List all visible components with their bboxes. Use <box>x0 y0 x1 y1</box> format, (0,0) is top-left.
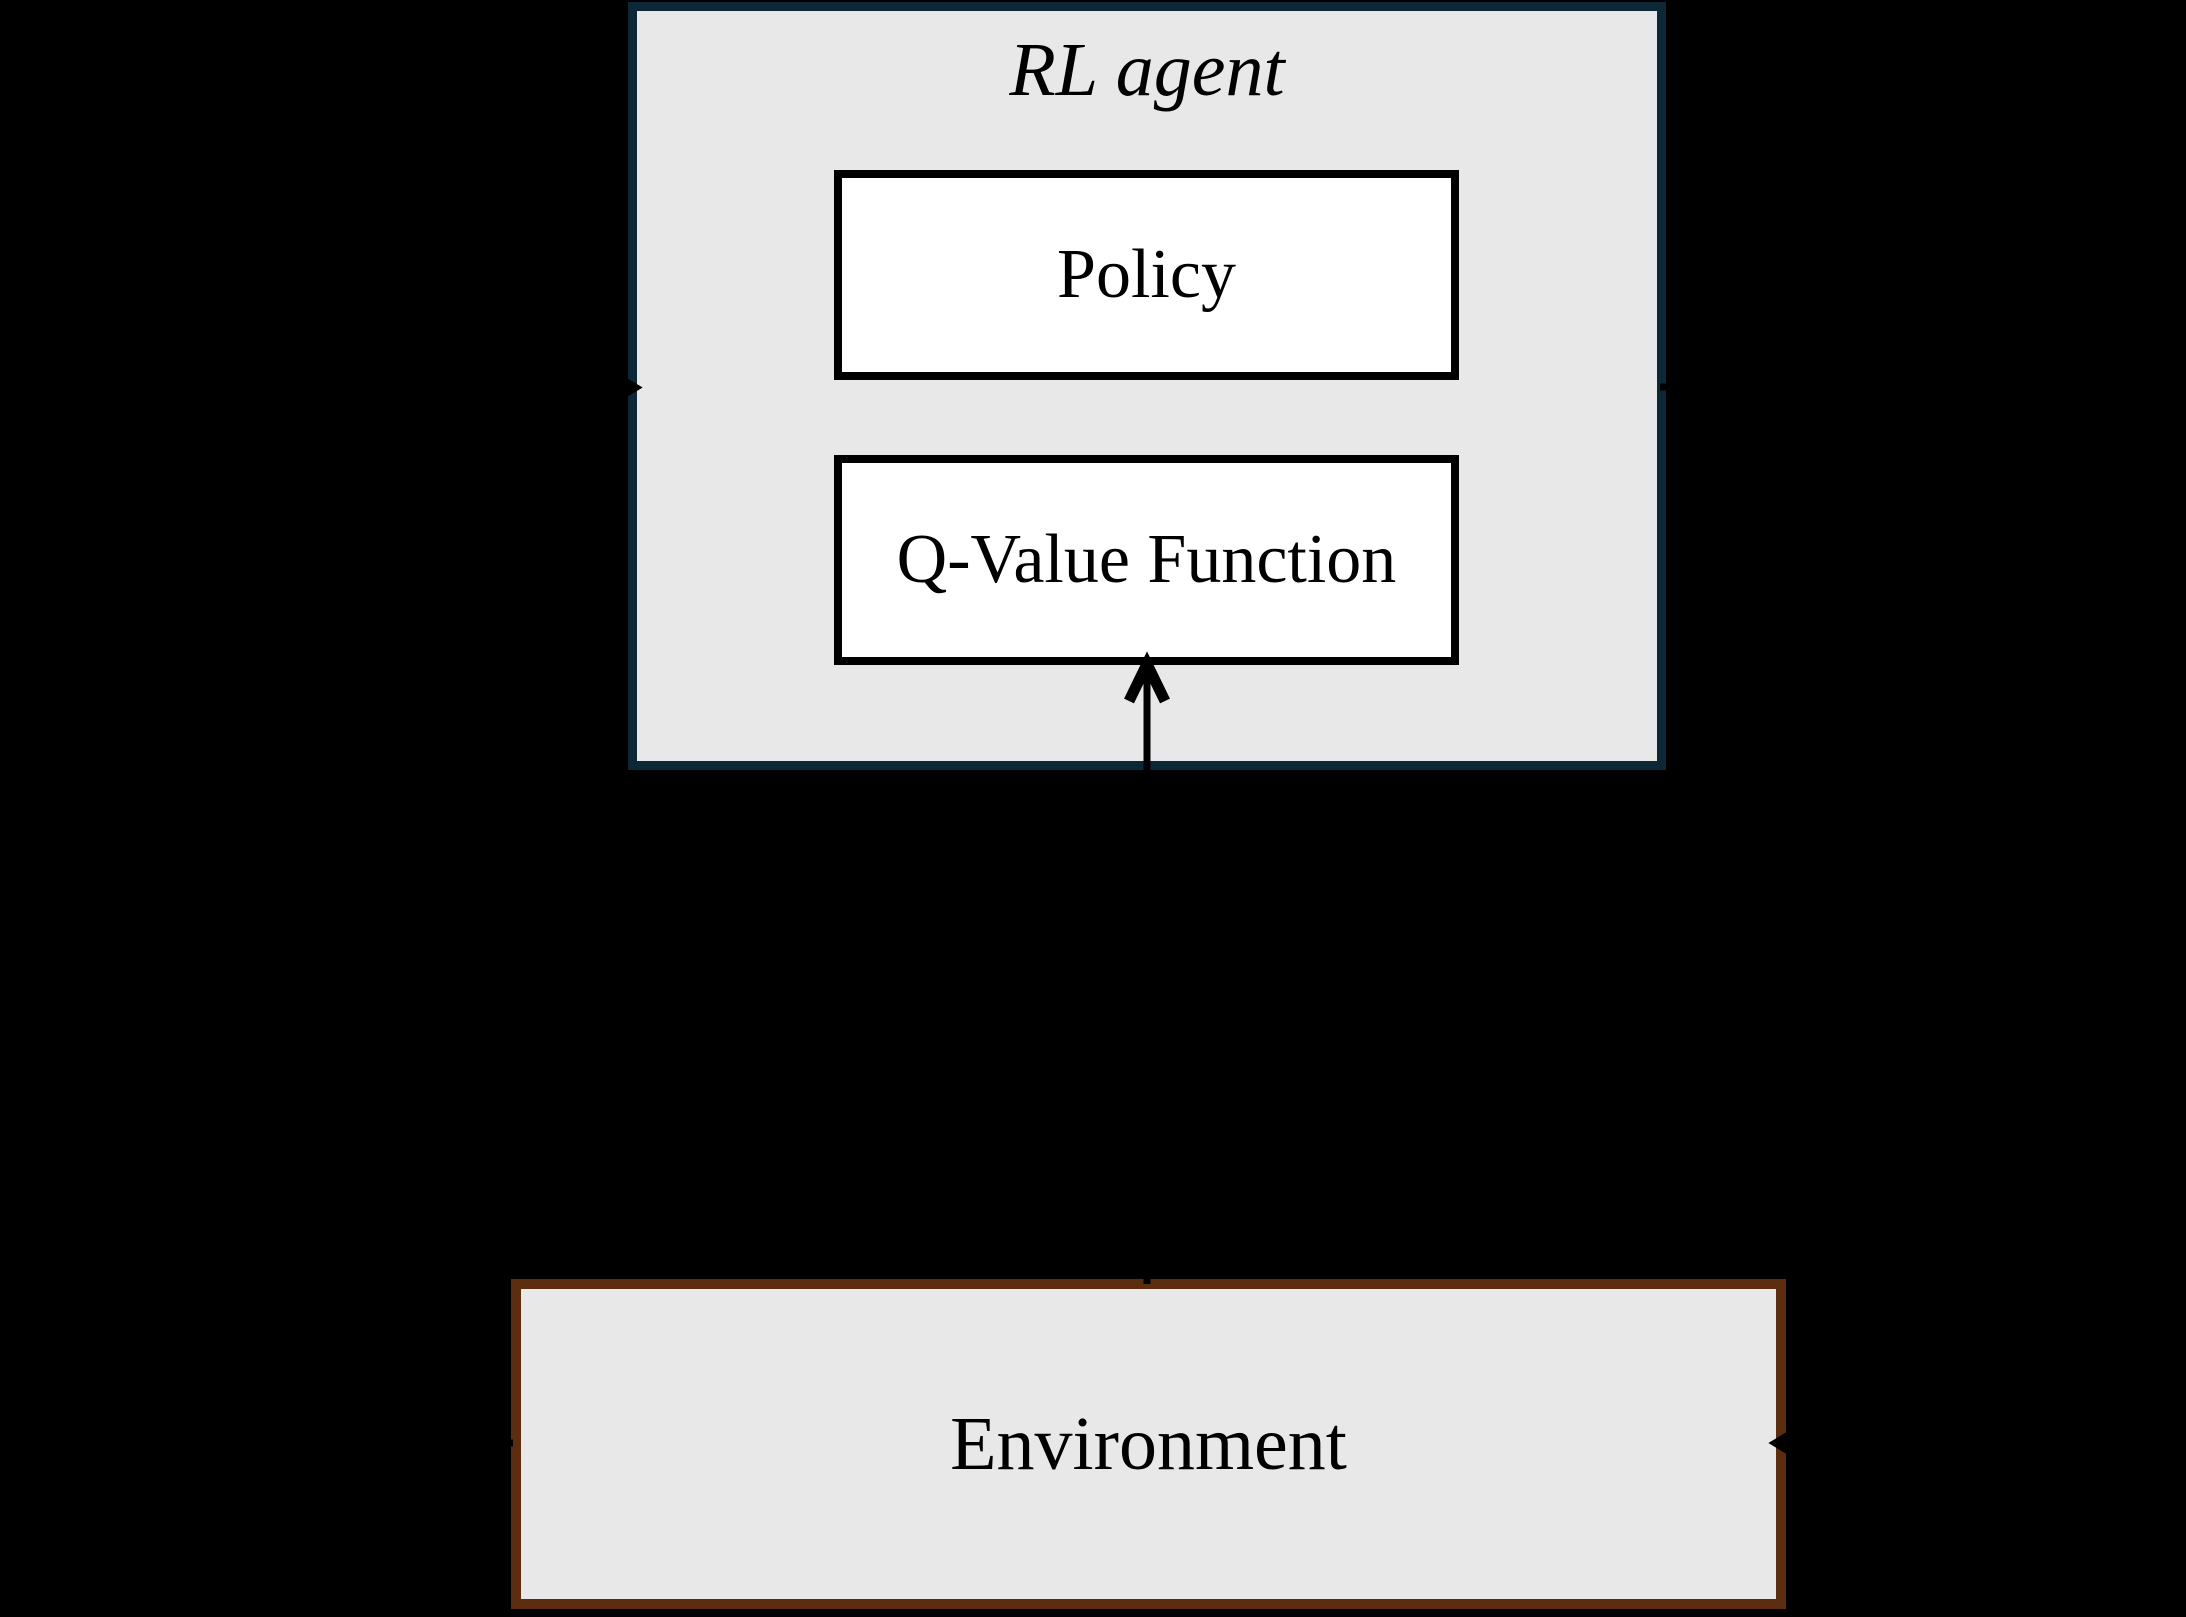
rl-agent-box: RL agent Policy Q-Value Function <box>628 2 1666 770</box>
environment-box: Environment <box>511 1279 1786 1609</box>
q-value-function-box: Q-Value Function <box>834 455 1459 665</box>
policy-label: Policy <box>1057 236 1236 313</box>
environment-label: Environment <box>950 1401 1347 1486</box>
rl-agent-title: RL agent <box>1009 28 1285 112</box>
q-value-function-label: Q-Value Function <box>896 521 1397 598</box>
policy-box: Policy <box>834 170 1459 380</box>
